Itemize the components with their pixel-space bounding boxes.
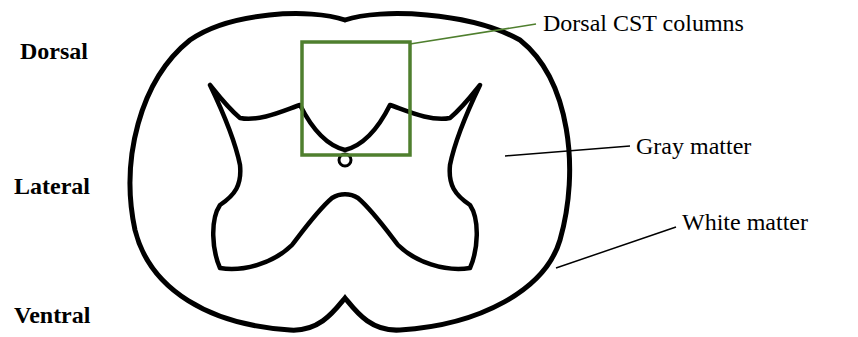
part-label: Dorsal CST columns [543, 9, 744, 37]
part-label: White matter [682, 208, 808, 236]
leader-line [556, 227, 676, 268]
part-label: Gray matter [636, 132, 751, 160]
dorsal-column-box [302, 42, 410, 155]
spinal-cord-outline [130, 14, 570, 331]
leader-line [505, 146, 630, 156]
orientation-label: Lateral [14, 172, 90, 200]
leader-line [410, 24, 536, 44]
orientation-label: Ventral [14, 301, 90, 329]
gray-matter-outline [210, 85, 480, 269]
orientation-label: Dorsal [20, 37, 88, 65]
